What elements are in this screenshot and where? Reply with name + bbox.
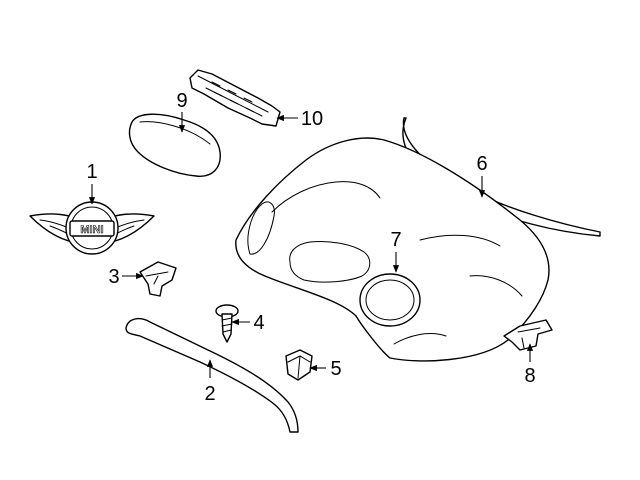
callout-8: 8 — [524, 365, 535, 387]
callout-10: 10 — [301, 108, 323, 130]
part-8-bracket[interactable] — [503, 319, 553, 351]
callout-3: 3 — [108, 266, 119, 288]
badge-text: MINI — [80, 224, 103, 236]
part-7-hood[interactable] — [235, 137, 550, 362]
part-9-intake-cover[interactable] — [128, 113, 221, 177]
callout-7: 7 — [390, 229, 401, 251]
callout-2: 2 — [204, 383, 215, 405]
callout-labels: 1 2 3 4 5 6 7 8 9 10 — [86, 90, 535, 405]
callout-5: 5 — [330, 358, 341, 380]
leader-lines — [88, 112, 534, 378]
part-5-nut-clip[interactable] — [285, 349, 313, 381]
callout-4: 4 — [253, 312, 264, 334]
part-10-bracket[interactable] — [189, 69, 281, 127]
part-3-clip[interactable] — [139, 261, 177, 297]
part-2-trim-strip[interactable] — [125, 317, 299, 433]
part-4-screw[interactable] — [215, 304, 239, 343]
callout-6: 6 — [476, 153, 487, 175]
callout-1: 1 — [86, 161, 97, 183]
callout-9: 9 — [176, 90, 187, 112]
part-1-mini-badge[interactable]: MINI — [29, 201, 155, 255]
